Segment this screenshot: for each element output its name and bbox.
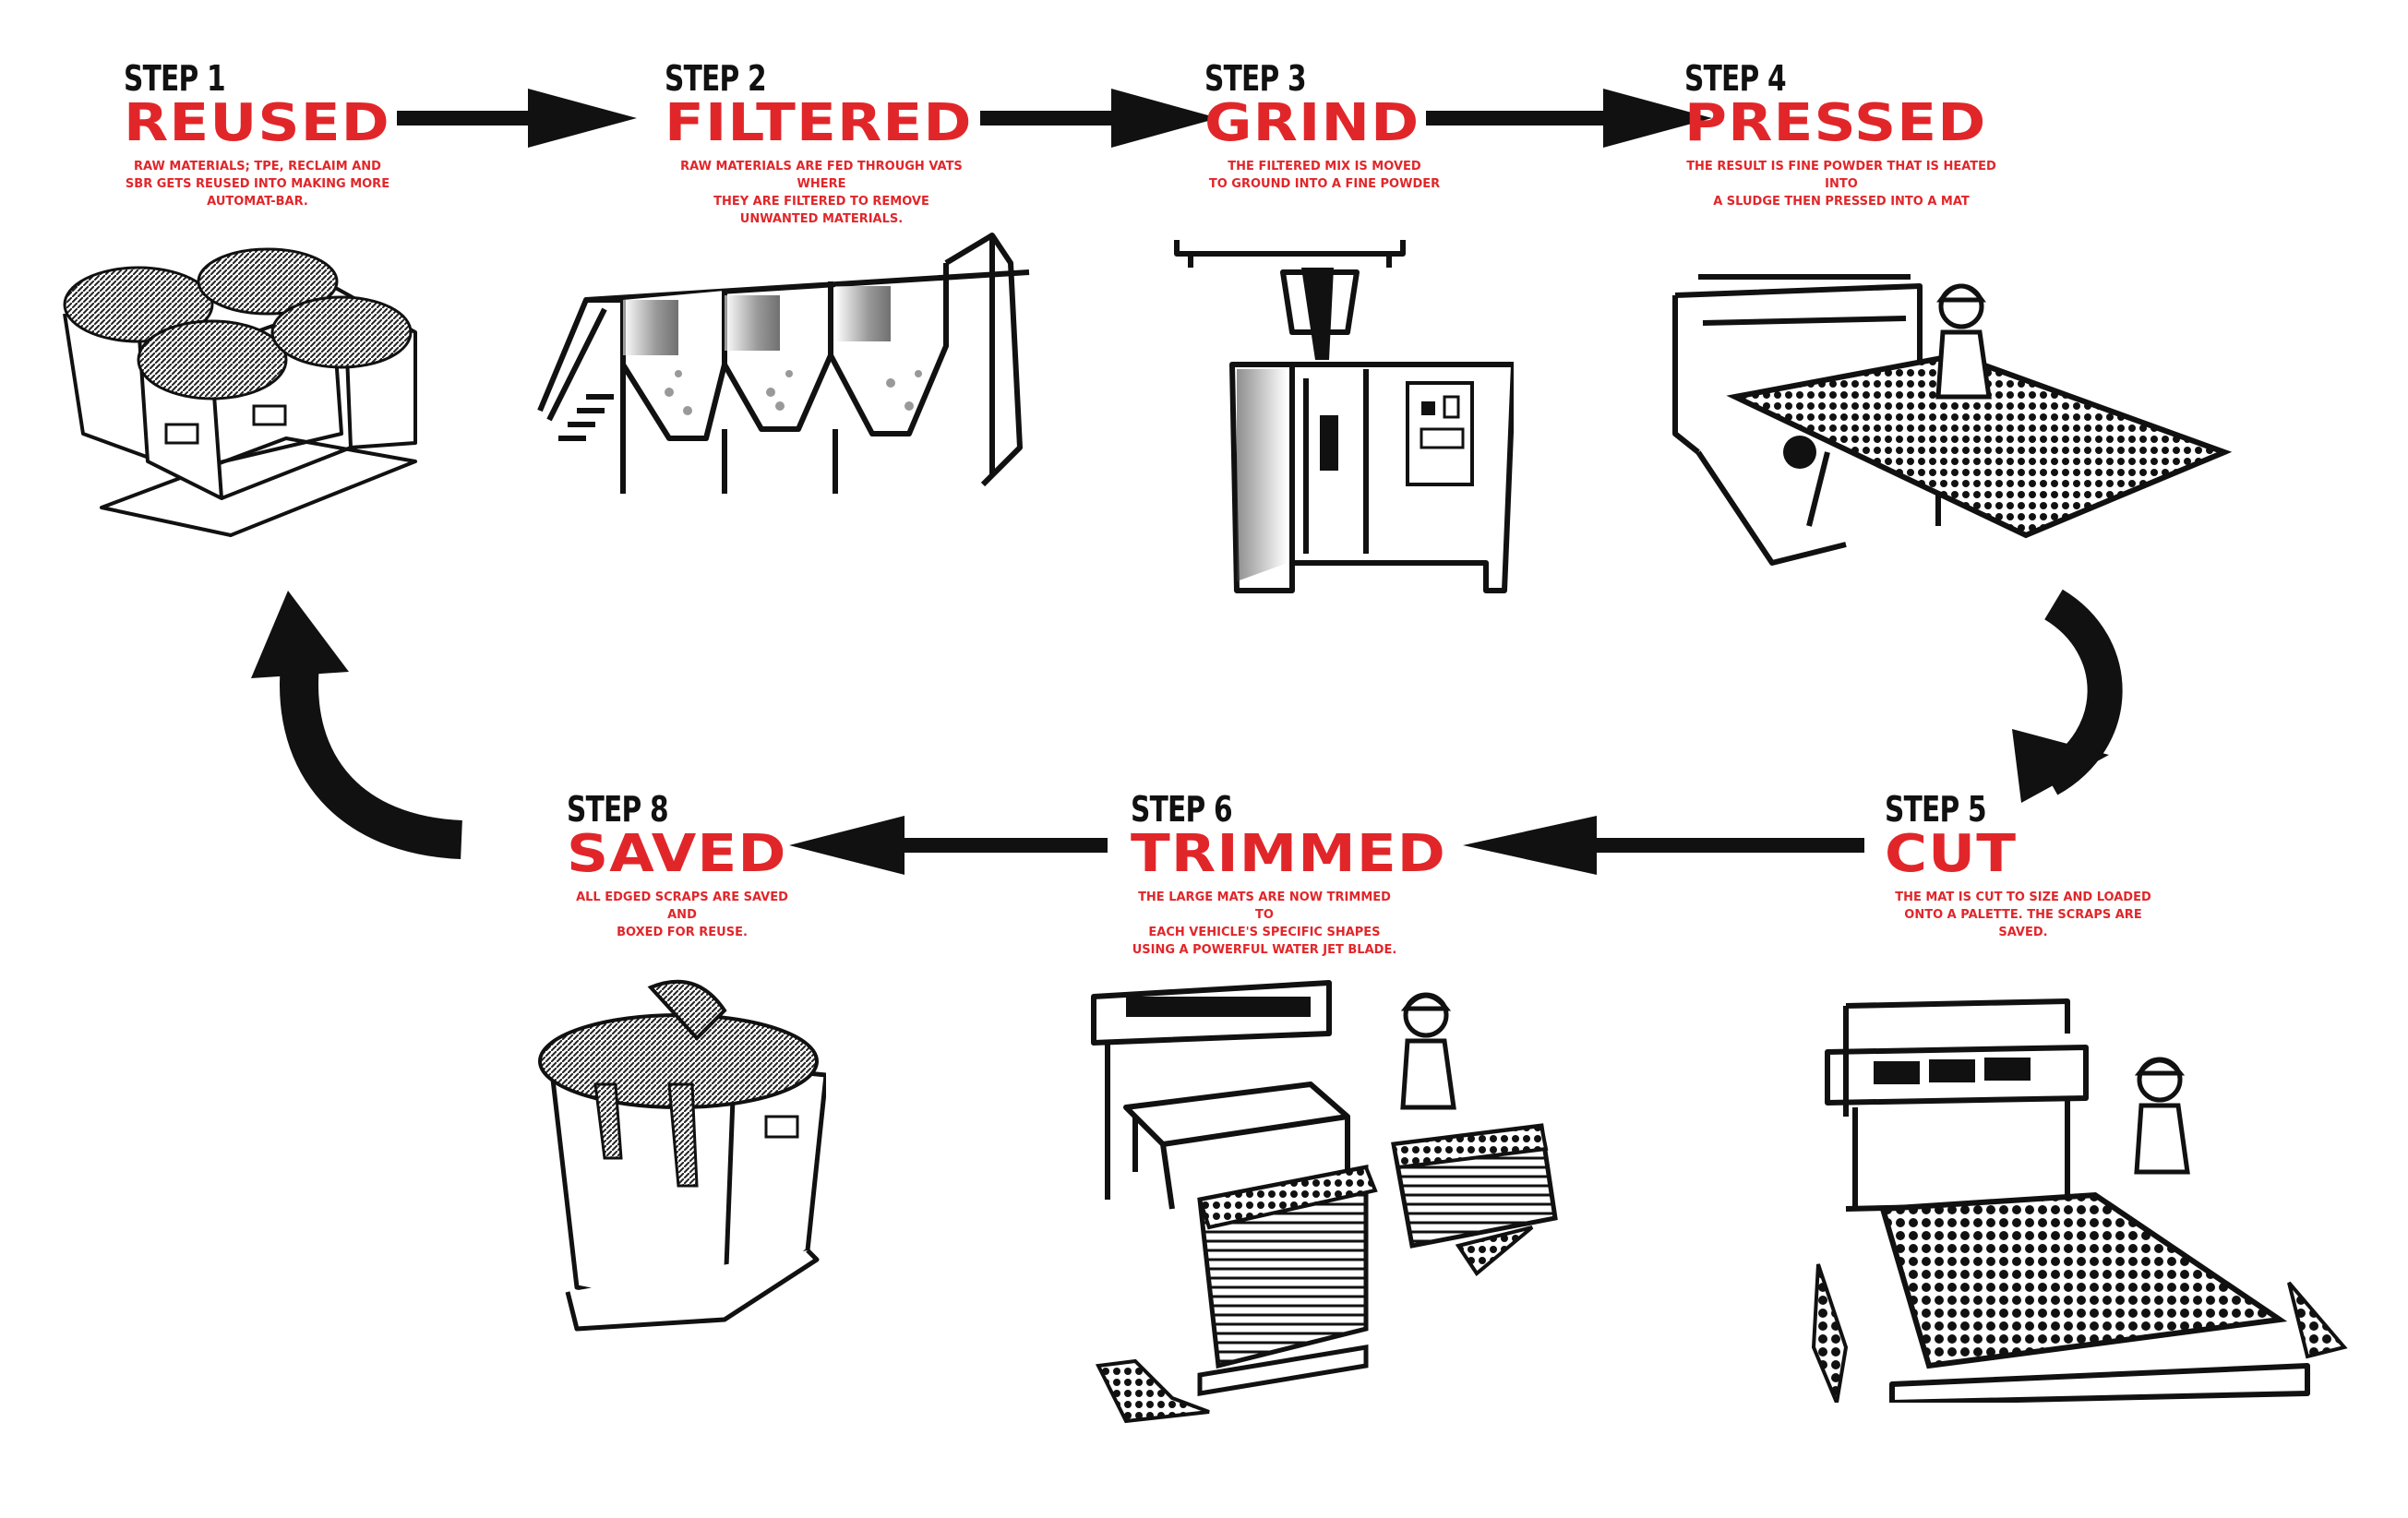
step-description: THE LARGE MATS ARE NOW TRIMMED TO EACH V…	[1132, 890, 1397, 957]
worker-icon	[1400, 992, 1456, 1110]
step-description: THE FILTERED MIX IS MOVED TO GROUND INTO…	[1208, 160, 1441, 191]
filter-vats-icon	[537, 233, 1030, 494]
step-title: REUSED	[124, 93, 390, 153]
worker-icon	[1935, 283, 1992, 400]
grinder-machine-icon	[1174, 240, 1514, 593]
step-3: STEP 3 GRIND THE FILTERED MIX IS MOVED T…	[1204, 61, 1444, 194]
press-machine-icon	[1672, 274, 2233, 566]
step-title: SAVED	[567, 824, 787, 884]
step-number: STEP 2	[665, 58, 767, 99]
step-number: STEP 8	[567, 789, 669, 830]
step-number: STEP 5	[1885, 789, 1987, 830]
bulk-bags-icon	[63, 247, 417, 537]
arrow-left-icon	[789, 816, 1108, 875]
step-description: ALL EDGED SCRAPS ARE SAVED AND BOXED FOR…	[576, 890, 788, 939]
step-number: STEP 4	[1684, 58, 1787, 99]
step-title: PRESSED	[1684, 93, 1987, 153]
arrow-right-icon	[1426, 89, 1712, 148]
arrow-right-icon	[980, 89, 1218, 148]
water-jet-trimmer-icon	[1091, 980, 1558, 1424]
step-title: CUT	[1885, 824, 2018, 884]
worker-icon	[2134, 1057, 2190, 1175]
step-4: STEP 4 PRESSED THE RESULT IS FINE POWDER…	[1684, 61, 1998, 211]
curved-arrow-down-icon	[2012, 589, 2123, 803]
step-description: THE MAT IS CUT TO SIZE AND LOADED ONTO A…	[1895, 890, 2151, 939]
step-description: THE RESULT IS FINE POWDER THAT IS HEATED…	[1686, 160, 1996, 209]
step-number: STEP 3	[1204, 58, 1307, 99]
step-description: RAW MATERIALS; TPE, RECLAIM AND SBR GETS…	[125, 160, 390, 209]
step-5: STEP 5 CUT THE MAT IS CUT TO SIZE AND LO…	[1885, 792, 2162, 942]
scrap-bag-icon	[538, 979, 826, 1332]
arrow-left-icon	[1463, 816, 1864, 875]
step-6: STEP 6 TRIMMED THE LARGE MATS ARE NOW TR…	[1131, 789, 1445, 959]
step-title: TRIMMED	[1131, 824, 1447, 884]
step-title: GRIND	[1204, 93, 1420, 153]
curved-arrow-up-icon	[251, 591, 463, 859]
step-number: STEP 6	[1131, 789, 1233, 830]
cutting-machine-icon	[1811, 998, 2348, 1403]
step-1: STEP 1 REUSED RAW MATERIALS; TPE, RECLAI…	[124, 61, 391, 211]
step-title: FILTERED	[665, 93, 973, 153]
step-description: RAW MATERIALS ARE FED THROUGH VATS WHERE…	[680, 160, 963, 226]
step-2: STEP 2 FILTERED RAW MATERIALS ARE FED TH…	[665, 61, 978, 228]
step-8: STEP 8 SAVED ALL EDGED SCRAPS ARE SAVED …	[567, 792, 797, 942]
step-number: STEP 1	[124, 58, 226, 99]
arrow-right-icon	[397, 89, 637, 148]
